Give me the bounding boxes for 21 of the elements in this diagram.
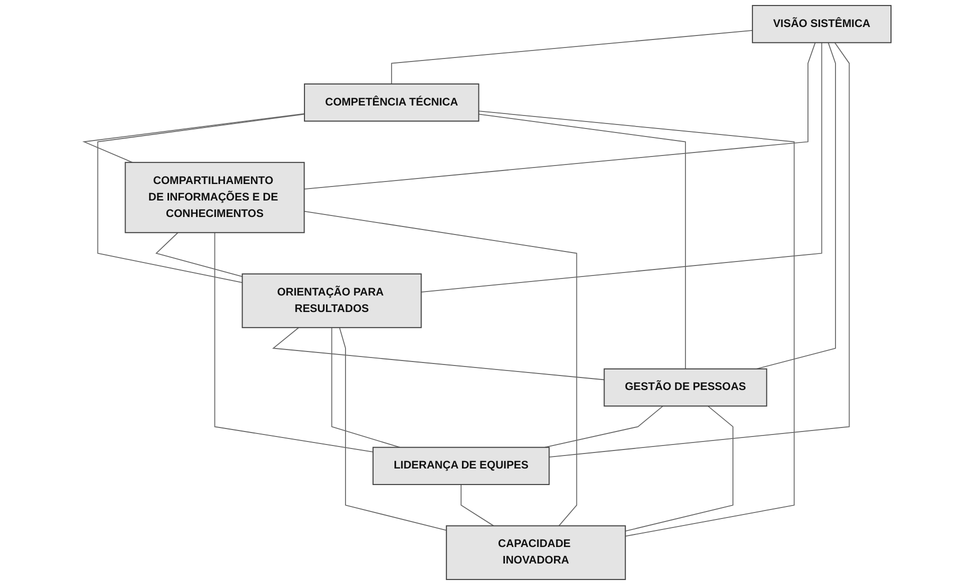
node-box: ORIENTAÇÃO PARA RESULTADOS bbox=[242, 273, 422, 328]
node-box: GESTÃO DE PESSOAS bbox=[604, 368, 768, 407]
node-box: VISÃO SISTÊMICA bbox=[752, 5, 892, 44]
node-box: CAPACIDADE INOVADORA bbox=[446, 525, 626, 580]
connector bbox=[214, 232, 374, 452]
connector bbox=[478, 110, 795, 537]
connector bbox=[155, 232, 243, 277]
connector bbox=[391, 30, 753, 84]
connector bbox=[460, 484, 494, 526]
connector bbox=[82, 113, 305, 163]
node-box: COMPETÊNCIA TÉCNICA bbox=[304, 83, 480, 122]
node-box: LIDERANÇA DE EQUIPES bbox=[372, 446, 550, 486]
connector bbox=[478, 114, 686, 370]
connector bbox=[624, 406, 734, 532]
connector bbox=[548, 42, 850, 458]
connector bbox=[304, 42, 816, 190]
node-box: COMPARTILHAMENTO DE INFORMAÇÕES E DE CONHECIMENTOS bbox=[124, 162, 305, 234]
connector bbox=[272, 327, 605, 380]
connector bbox=[420, 42, 822, 293]
connector bbox=[339, 327, 447, 531]
connector bbox=[304, 210, 578, 526]
